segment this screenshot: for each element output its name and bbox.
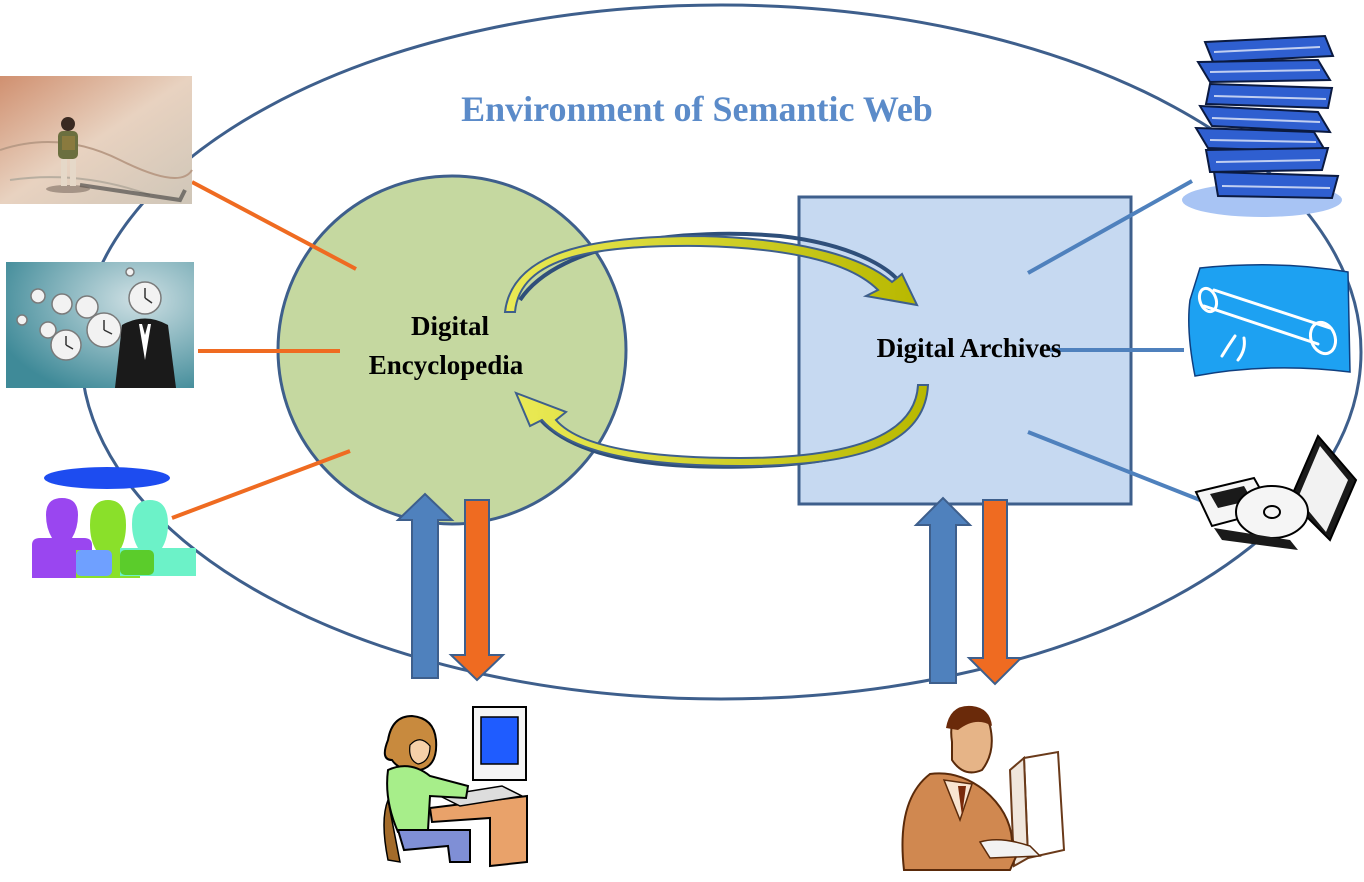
book-stack-icon: [1182, 34, 1342, 217]
diploma-scroll-icon: [1188, 264, 1351, 377]
encyclopedia-down-arrow: [448, 499, 506, 682]
alarm-clocks-businessman-icon: [6, 262, 194, 388]
encyclopedia-up-arrow: [395, 492, 455, 679]
diagram-title: Environment of Semantic Web: [461, 89, 933, 129]
floppy-cd-laptop-icon: [1194, 434, 1358, 550]
encyclopedia-label-line1: Digital: [411, 311, 489, 341]
user-group-icon: [32, 467, 196, 578]
man-at-computer-icon: [901, 705, 1066, 871]
archives-up-arrow: [913, 496, 973, 684]
traveler-on-map-icon: [0, 76, 193, 204]
cycle-arrow-to-archives: [503, 234, 919, 313]
woman-at-computer-icon: [383, 706, 528, 868]
archives-label: Digital Archives: [877, 333, 1062, 363]
connector-archives-books: [1027, 179, 1193, 275]
connector-traveler-encyclopedia: [191, 180, 357, 271]
connector-archives-media: [1027, 430, 1201, 502]
encyclopedia-label-line2: Encyclopedia: [369, 350, 524, 380]
cycle-arrow-to-encyclopedia: [514, 384, 930, 468]
archives-down-arrow: [966, 499, 1024, 686]
connector-group-encyclopedia: [171, 449, 351, 520]
